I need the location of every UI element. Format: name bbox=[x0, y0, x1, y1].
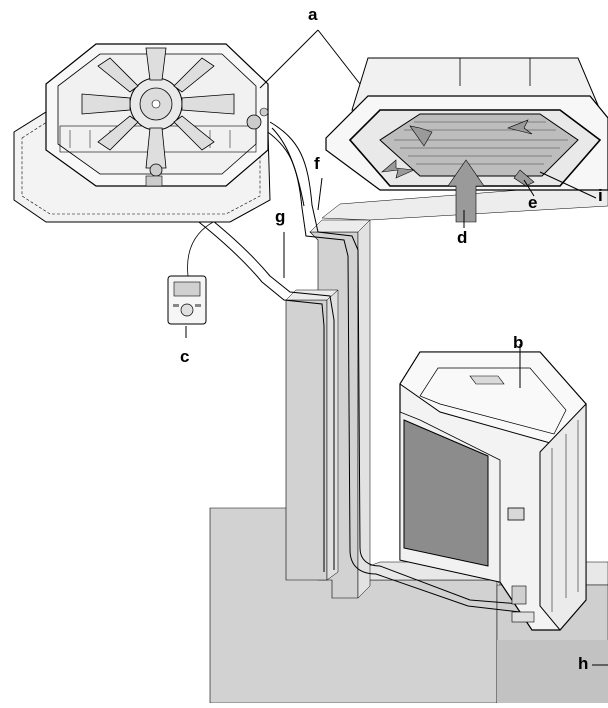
label-h: h bbox=[578, 654, 589, 673]
remote-controller bbox=[167, 275, 207, 325]
label-a: a bbox=[308, 5, 318, 24]
indoor-unit-ceiling-view bbox=[13, 43, 271, 223]
air-intake-arrow bbox=[447, 159, 485, 223]
outdoor-unit bbox=[399, 351, 587, 631]
leader-i bbox=[539, 171, 597, 199]
refrigerant-piping bbox=[261, 121, 521, 613]
label-b: b bbox=[513, 333, 524, 352]
label-i: i bbox=[598, 186, 603, 205]
label-e: e bbox=[528, 193, 538, 212]
airflow-arrows bbox=[381, 119, 535, 223]
leader-e bbox=[523, 179, 535, 197]
indoor-unit-underside-view bbox=[325, 57, 608, 191]
leader-a-right bbox=[317, 29, 361, 85]
leader-lines bbox=[185, 29, 608, 666]
label-g: g bbox=[275, 207, 286, 226]
inner-wall bbox=[285, 289, 339, 581]
leader-a-left bbox=[259, 29, 319, 89]
leader-f bbox=[317, 177, 323, 211]
label-f: f bbox=[314, 154, 320, 173]
label-c: c bbox=[180, 347, 190, 366]
label-d: d bbox=[457, 228, 468, 247]
